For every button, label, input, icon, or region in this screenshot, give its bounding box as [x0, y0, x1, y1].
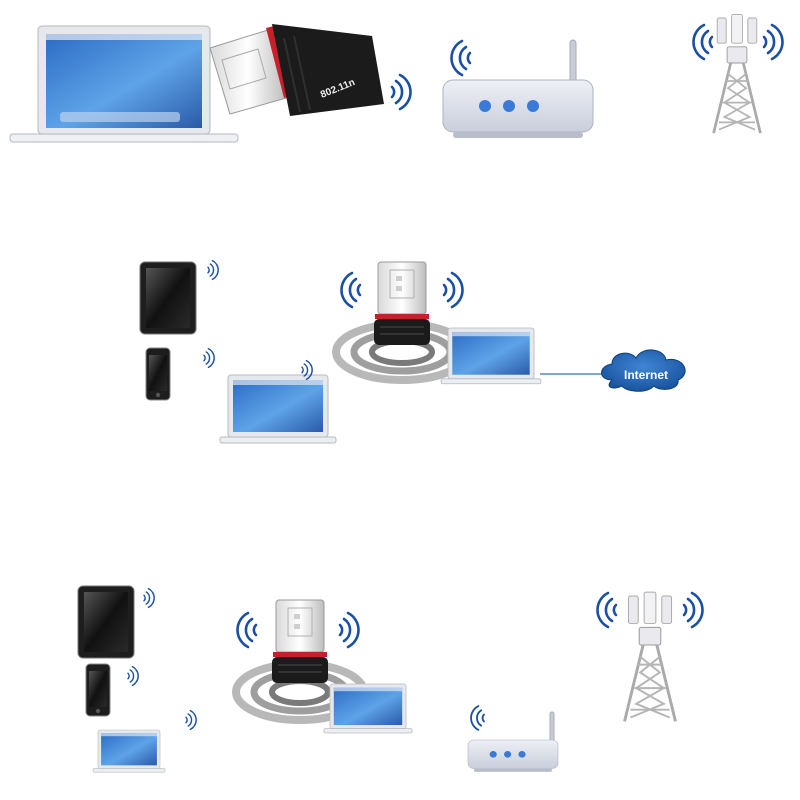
scene-adapter-to-router: 802.11n	[9, 13, 784, 143]
wifi-signal-icon	[762, 23, 784, 61]
wifi-signal-icon	[340, 271, 362, 309]
cell-tower	[692, 13, 784, 135]
wifi-signal-icon	[450, 39, 472, 77]
wifi-signal-icon	[338, 611, 360, 649]
smartphone	[85, 663, 139, 717]
laptop-client	[92, 709, 197, 773]
wifi-signal-icon	[692, 23, 714, 61]
host-laptop	[323, 683, 413, 734]
laptop	[9, 25, 239, 143]
scene-adapter-hotspot-router-tower	[77, 585, 704, 773]
wifi-signal-icon	[596, 591, 618, 629]
scene-adapter-hotspot-internet: Internet	[139, 259, 686, 444]
router	[467, 705, 559, 773]
wifi-signal-icon	[682, 591, 704, 629]
tablet	[139, 259, 219, 335]
wifi-signal-icon	[236, 611, 258, 649]
cell-tower	[596, 590, 704, 723]
host-laptop	[440, 327, 542, 385]
wifi-signal-icon	[390, 73, 412, 111]
smartphone	[145, 347, 215, 401]
wifi-signal-icon	[442, 271, 464, 309]
laptop-client	[219, 359, 337, 444]
internet-cloud: Internet	[601, 349, 686, 392]
tablet	[77, 585, 155, 659]
internet-label: Internet	[624, 368, 668, 382]
usb-wifi-adapter: 802.11n	[209, 24, 384, 116]
router	[442, 39, 594, 139]
